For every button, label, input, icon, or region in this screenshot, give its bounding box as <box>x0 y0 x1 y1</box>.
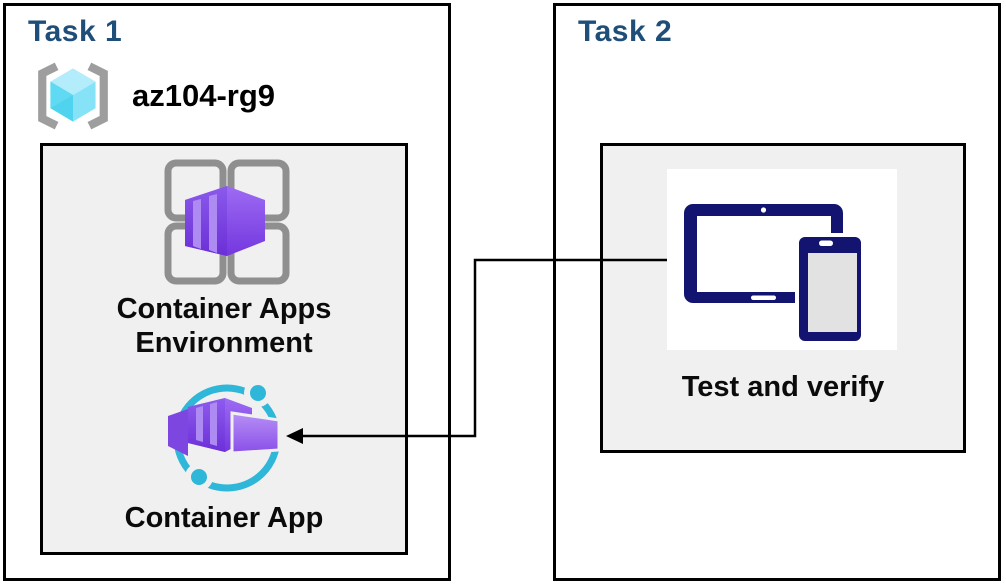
test-verify-label: Test and verify <box>681 371 885 403</box>
test-verify-icon-card <box>667 169 897 350</box>
task1-title: Task 1 <box>28 15 123 48</box>
environment-label: Container Apps Environment <box>116 293 332 359</box>
task2-box: Task 2 Test and verify <box>553 3 1001 581</box>
container-app-icon <box>168 379 281 492</box>
resource-group: az104-rg9 <box>32 58 275 134</box>
container-app-label: Container App <box>124 502 324 534</box>
task2-inner-panel: Test and verify <box>600 143 966 453</box>
devices-tablet-phone-icon <box>684 204 865 345</box>
task2-title: Task 2 <box>578 15 673 48</box>
task1-box: Task 1 az104-rg9 <box>3 3 451 581</box>
resource-group-name: az104-rg9 <box>132 78 276 113</box>
task1-inner-panel: Container Apps Environment <box>40 143 408 555</box>
container-apps-environment-icon <box>164 159 290 285</box>
resource-group-icon <box>38 62 108 130</box>
